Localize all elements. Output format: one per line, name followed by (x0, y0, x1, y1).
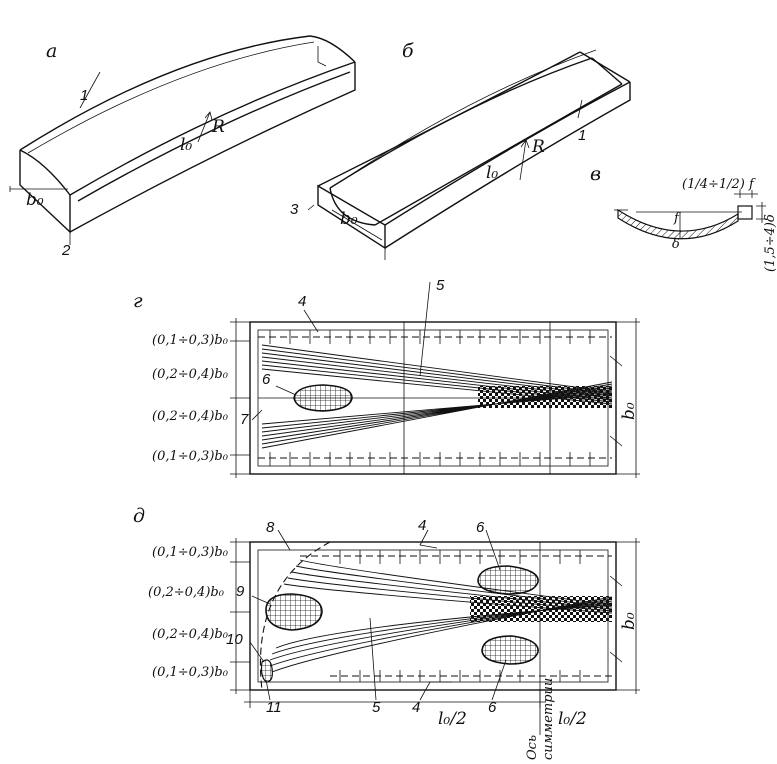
figure-b-span: l₀ (486, 163, 498, 183)
figure-d-width: b₀ (619, 612, 639, 630)
figure-b-label-3: 3 (290, 201, 299, 218)
figure-d-axis-label-2: симметрии (541, 678, 556, 760)
figure-b-width: b₀ (340, 209, 358, 229)
figure-d-plan (230, 529, 640, 735)
figure-g-letter: г (133, 290, 143, 312)
figure-d-half-span-left: l₀/2 (438, 709, 467, 729)
figure-d-row-4: (0,1÷0,3)b₀ (152, 665, 229, 680)
figure-g-label-4: 4 (298, 293, 306, 310)
figure-v-section (614, 190, 766, 240)
figure-b-label-1: 1 (578, 127, 586, 144)
figure-a-width: b₀ (26, 190, 44, 210)
figure-d-label-6-bottom: 6 (488, 699, 497, 716)
figure-d-label-5: 5 (372, 699, 381, 716)
figure-d-label-11: 11 (266, 699, 282, 716)
figure-b-panel (307, 49, 631, 260)
figure-v-thickness: δ (672, 237, 680, 252)
figure-g-label-6: 6 (262, 371, 271, 388)
figure-a-panel (9, 35, 356, 245)
figure-v-fraction: (1/4÷1/2) f (682, 177, 756, 192)
figure-g-tendon-bundle-upper (261, 344, 613, 405)
figure-a-span: l₀ (180, 135, 192, 155)
figure-v-side-dimension: (1,5÷4)δ (763, 214, 777, 272)
figure-g-transverse-bars (269, 330, 591, 466)
figure-g-plan (230, 281, 640, 478)
figure-d-label-4-top: 4 (418, 517, 426, 534)
figure-d-row-3: (0,2÷0,4)b₀ (152, 627, 229, 642)
figure-d-label-4-bottom: 4 (412, 699, 420, 716)
figure-d-label-8: 8 (266, 519, 275, 536)
figure-g-row-1: (0,1÷0,3)b₀ (152, 333, 229, 348)
figure-d-axis-label-1: Ось (525, 735, 540, 760)
figure-d-row-1: (0,1÷0,3)b₀ (152, 545, 229, 560)
figure-d-tendon-bundle-lower (269, 596, 613, 673)
figure-d-label-6-top: 6 (476, 519, 485, 536)
figure-b-letter: б (402, 40, 414, 62)
figure-g-row-2: (0,2÷0,4)b₀ (152, 367, 229, 382)
figure-a-label-1: 1 (80, 87, 88, 104)
figure-d-row-2: (0,2÷0,4)b₀ (148, 585, 225, 600)
figure-a-letter: а (46, 40, 57, 62)
figure-v-letter: в (590, 163, 601, 185)
figure-a-label-2: 2 (61, 242, 71, 259)
figure-a-radius: R (211, 117, 225, 137)
figure-g-width: b₀ (619, 402, 639, 420)
figure-g-row-3: (0,2÷0,4)b₀ (152, 409, 229, 424)
figure-d-letter: д (133, 505, 145, 527)
figure-d-label-10: 10 (226, 631, 243, 648)
figure-d-tendon-bundle-upper (283, 559, 613, 614)
figure-g-row-4: (0,1÷0,3)b₀ (152, 449, 229, 464)
figure-g-label-5: 5 (436, 277, 445, 294)
figure-v-sag: f (673, 211, 681, 226)
figure-d-label-9: 9 (236, 583, 245, 600)
figure-b-radius: R (531, 137, 545, 157)
figure-g-tendon-bundle-lower (261, 381, 613, 449)
figure-g-label-7: 7 (240, 411, 249, 428)
figure-d-half-span-right: l₀/2 (558, 709, 587, 729)
